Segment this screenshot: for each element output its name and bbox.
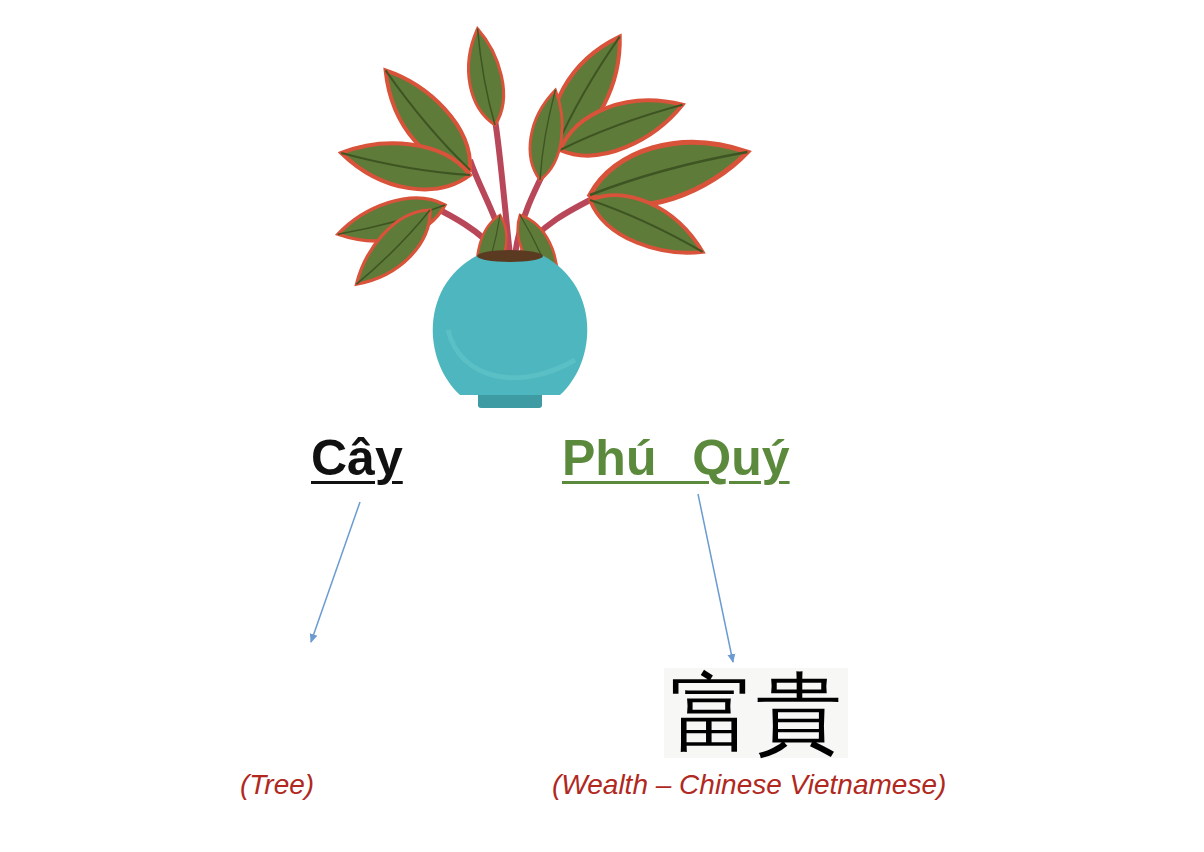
term-label: Phú Quý xyxy=(562,430,790,488)
translation-note: (Tree) xyxy=(240,769,314,801)
chinese-characters: 富貴 xyxy=(664,668,848,758)
translation-note: (Wealth – Chinese Vietnamese) xyxy=(552,769,946,801)
plant-pot xyxy=(433,250,588,408)
pointer-arrow xyxy=(311,494,733,662)
term-label: Cây xyxy=(311,430,403,488)
